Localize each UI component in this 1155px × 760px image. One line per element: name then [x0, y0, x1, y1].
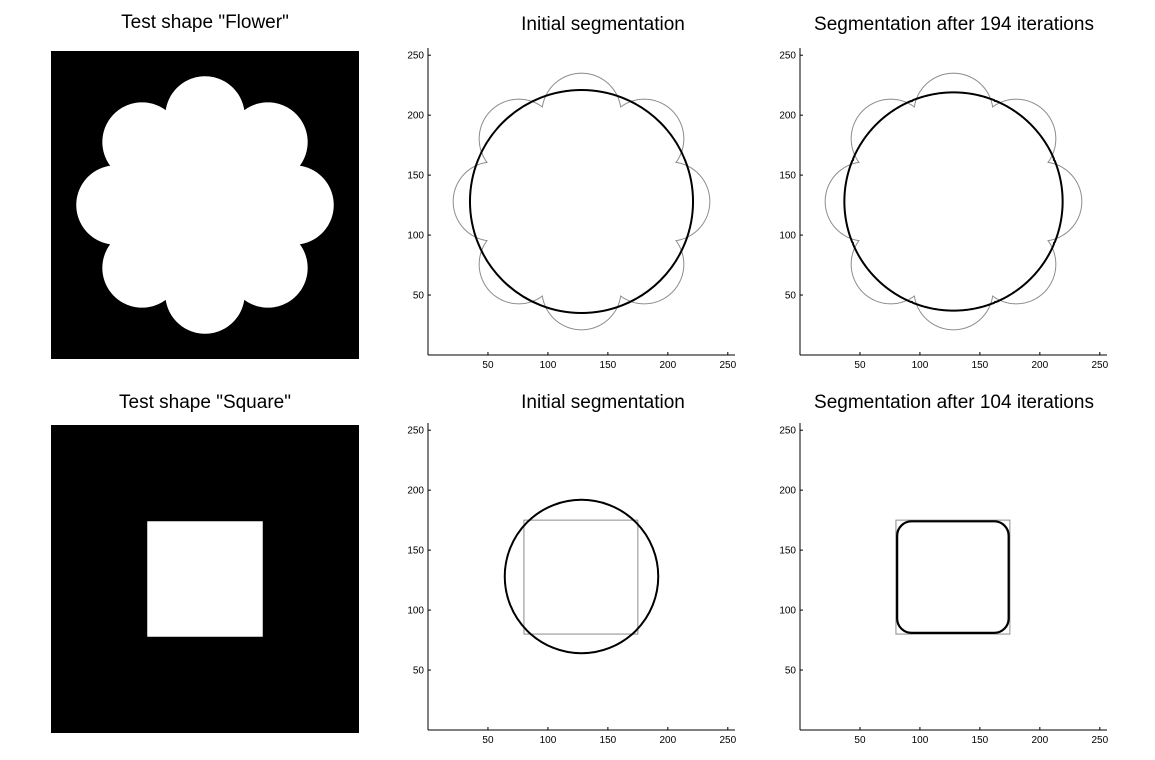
- initial-contour-circle: [468, 88, 695, 315]
- square-result-svg: 50 100 150 200 250 50 100 150 200 250: [779, 423, 1109, 745]
- x-tick-label-200: 200: [1032, 735, 1049, 745]
- y-tick-label-100: 100: [779, 606, 796, 617]
- y-tick-label-100: 100: [779, 231, 796, 242]
- square-image-panel: [51, 425, 359, 733]
- target-square-outline: [895, 519, 1011, 635]
- x-tick-label-150: 150: [972, 360, 989, 370]
- x-tick-label-150: 150: [600, 360, 617, 370]
- x-tick-label-200: 200: [1032, 360, 1049, 370]
- y-tick-label-50: 50: [413, 666, 425, 677]
- segmentation-contour: [843, 91, 1064, 312]
- flower-initial-plot: 50 100 150 200 250 50 100 150 200 250: [400, 40, 745, 370]
- target-square-outline: [523, 519, 639, 635]
- panel-title-flower-shape: Test shape "Flower": [121, 12, 289, 33]
- x-tick-label-50: 50: [482, 735, 494, 745]
- y-tick-label-250: 250: [779, 51, 796, 62]
- x-tick-label-200: 200: [660, 360, 677, 370]
- square-shape: [147, 521, 263, 637]
- y-tick-label-200: 200: [407, 486, 424, 497]
- x-tick-label-250: 250: [719, 735, 736, 745]
- flower-result-plot: 50 100 150 200 250 50 100 150 200 250: [772, 40, 1117, 370]
- y-tick-label-150: 150: [407, 546, 424, 557]
- panel-title-square-result: Segmentation after 104 iterations: [814, 392, 1094, 413]
- y-tick-label-100: 100: [407, 231, 424, 242]
- y-tick-label-200: 200: [407, 111, 424, 122]
- target-flower-outline: [824, 72, 1083, 331]
- square-initial-svg: 50 100 150 200 250 50 100 150 200 250: [407, 423, 737, 745]
- panel-title-square-initial: Initial segmentation: [521, 392, 685, 413]
- target-flower-outline: [452, 72, 711, 331]
- y-tick-label-100: 100: [407, 606, 424, 617]
- x-tick-label-200: 200: [660, 735, 677, 745]
- x-tick-label-250: 250: [1091, 735, 1108, 745]
- x-tick-label-100: 100: [540, 735, 557, 745]
- x-tick-label-250: 250: [719, 360, 736, 370]
- segmentation-contour: [896, 520, 1010, 634]
- y-tick-label-50: 50: [785, 291, 797, 302]
- y-tick-label-250: 250: [407, 426, 424, 437]
- flower-result-svg: 50 100 150 200 250 50 100 150 200 250: [779, 48, 1109, 370]
- x-tick-label-50: 50: [854, 735, 866, 745]
- square-initial-plot: 50 100 150 200 250 50 100 150 200 250: [400, 415, 745, 745]
- y-tick-label-200: 200: [779, 486, 796, 497]
- square-image-svg: [147, 521, 263, 637]
- flower-image-panel: [51, 51, 359, 359]
- flower-initial-svg: 50 100 150 200 250 50 100 150 200 250: [407, 48, 737, 370]
- panel-title-square-shape: Test shape "Square": [119, 392, 291, 413]
- panel-title-flower-result: Segmentation after 194 iterations: [814, 14, 1094, 35]
- panel-title-flower-initial: Initial segmentation: [521, 14, 685, 35]
- y-tick-label-150: 150: [407, 171, 424, 182]
- y-tick-label-150: 150: [779, 171, 796, 182]
- x-tick-label-100: 100: [912, 735, 929, 745]
- x-tick-label-50: 50: [482, 360, 494, 370]
- flower-image-svg: [76, 76, 334, 334]
- x-tick-label-100: 100: [912, 360, 929, 370]
- y-tick-label-250: 250: [407, 51, 424, 62]
- y-tick-label-50: 50: [413, 291, 425, 302]
- x-tick-label-50: 50: [854, 360, 866, 370]
- square-result-plot: 50 100 150 200 250 50 100 150 200 250: [772, 415, 1117, 745]
- y-tick-label-150: 150: [779, 546, 796, 557]
- x-tick-label-100: 100: [540, 360, 557, 370]
- y-tick-label-200: 200: [779, 111, 796, 122]
- x-tick-label-250: 250: [1091, 360, 1108, 370]
- x-tick-label-150: 150: [972, 735, 989, 745]
- flower-shape: [76, 76, 334, 334]
- initial-contour-circle: [503, 498, 660, 655]
- y-tick-label-250: 250: [779, 426, 796, 437]
- x-tick-label-150: 150: [600, 735, 617, 745]
- y-tick-label-50: 50: [785, 666, 797, 677]
